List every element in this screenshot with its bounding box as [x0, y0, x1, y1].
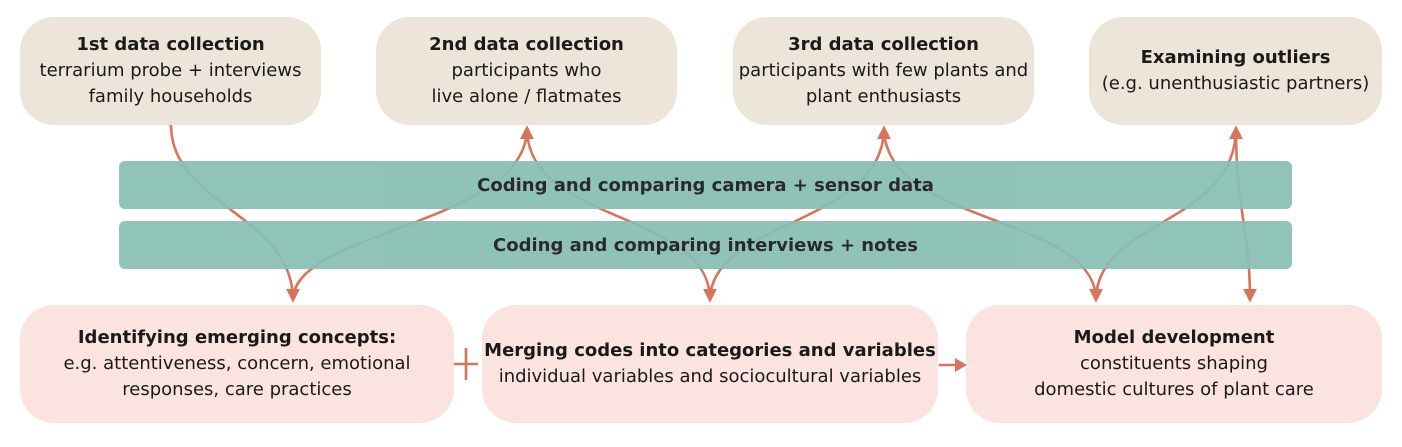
box-title: Identifying emerging concepts: [77, 327, 397, 348]
band-label: Coding and comparing interviews + notes [493, 234, 918, 256]
box-title: Model development [1073, 327, 1275, 348]
band-label: Coding and comparing camera + sensor dat… [477, 174, 934, 196]
arrow-right-icon [939, 358, 967, 372]
box-text: e.g. attentiveness, concern, emotional [63, 353, 411, 374]
box-title: Merging codes into categories and variab… [484, 340, 936, 361]
box-text: plant enthusiasts [805, 86, 962, 107]
first-data-collection-box: 1st data collection terrarium probe + in… [20, 17, 321, 125]
emerging-concepts-box: Identifying emerging concepts: e.g. atte… [20, 305, 454, 423]
flow-curve [1234, 127, 1257, 303]
box-text: constituents shaping [1080, 353, 1268, 374]
third-data-collection-box: 3rd data collection participants with fe… [733, 17, 1034, 125]
box-text: terrarium probe + interviews [39, 60, 302, 81]
plus-icon [454, 348, 478, 380]
second-data-collection-box: 2nd data collection participants who liv… [376, 17, 677, 125]
flow-curve [291, 125, 534, 301]
box-title: 3rd data collection [788, 34, 979, 55]
box-text: family households [88, 86, 253, 107]
band-camera-sensor: Coding and comparing camera + sensor dat… [119, 161, 1292, 209]
box-text: responses, care practices [122, 379, 352, 400]
merging-codes-box: Merging codes into categories and variab… [482, 305, 938, 423]
flow-curve [169, 124, 300, 303]
box-text: (e.g. unenthusiastic partners) [1101, 73, 1370, 94]
flow-curve [1094, 125, 1243, 301]
box-title: Examining outliers [1140, 47, 1331, 68]
box-text: domestic cultures of plant care [1034, 379, 1314, 400]
box-text: participants with few plants and [738, 60, 1029, 81]
box-title: 2nd data collection [429, 34, 624, 55]
flow-curve [882, 127, 1103, 303]
box-text: live alone / flatmates [431, 86, 622, 107]
box-text: individual variables and sociocultural v… [498, 366, 922, 387]
flow-curve [525, 127, 717, 303]
box-text: participants who [451, 60, 602, 81]
band-interviews-notes: Coding and comparing interviews + notes [119, 221, 1292, 269]
model-development-box: Model development constituents shaping d… [966, 305, 1382, 423]
examining-outliers-box: Examining outliers (e.g. unenthusiastic … [1089, 17, 1382, 125]
flow-curve [708, 125, 891, 301]
box-title: 1st data collection [76, 34, 265, 55]
